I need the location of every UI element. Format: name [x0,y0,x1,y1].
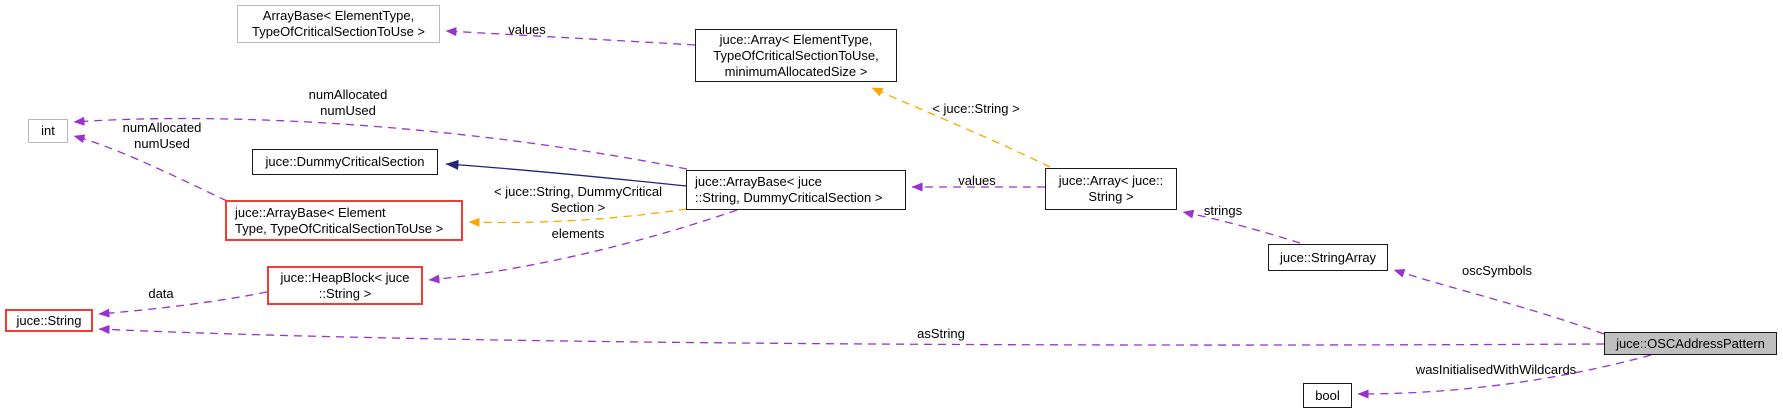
node-label: juce::Array< juce:: [1058,173,1164,188]
edge-label-numallocated-top: numAllocated numUsed [308,87,388,118]
node-label: bool [1315,387,1340,403]
node-label: minimumAllocatedSize > [724,63,868,79]
edge-label-elements: elements [551,226,605,241]
node-label: Type, TypeOfCriticalSectionToUse > [235,220,444,236]
node-arraybase-string[interactable]: juce::ArrayBase< juce ::String, DummyCri… [686,170,906,210]
edge-wasinitialisedwithwildcards [1357,354,1652,399]
node-array-string[interactable]: juce::Array< juce:: String > [1045,168,1177,210]
node-array-generic[interactable]: juce::Array< ElementType, TypeOfCritical… [695,29,897,82]
node-label: juce::String [16,312,82,328]
edge-label-values-top: values [508,22,546,37]
edge-label-values-mid: values [958,173,996,188]
node-dummycriticalsection[interactable]: juce::DummyCriticalSection [252,149,438,175]
edge-label-wasinitialisedwithwildcards: wasInitialisedWithWildcards [1415,362,1577,377]
node-label: juce::ArrayBase< Element [235,204,386,220]
node-label: ArrayBase< ElementType, [262,8,415,23]
node-label: juce::OSCAddressPattern [1616,335,1765,351]
node-label: juce::ArrayBase< juce [695,174,822,189]
node-stringarray[interactable]: juce::StringArray [1268,244,1388,271]
edge-label-template-string: < juce::String > [932,101,1020,116]
edge-elements [428,209,738,284]
edge-label-template-string-dummy: < juce::String, DummyCritical Section > [494,184,662,215]
node-string[interactable]: juce::String [5,309,93,332]
node-label: juce::Array< ElementType, [719,31,873,47]
node-label: TypeOfCriticalSectionToUse > [251,24,426,39]
node-label: juce::HeapBlock< juce [280,269,410,285]
edge-oscsymbols [1393,268,1605,335]
node-heapblock-string[interactable]: juce::HeapBlock< juce ::String > [267,266,423,305]
edge-inheritance-dummycriticalsection [445,159,687,187]
node-int[interactable]: int [28,119,68,143]
node-oscaddresspattern[interactable]: juce::OSCAddressPattern [1604,332,1777,355]
edge-label-asstring: asString [917,326,965,341]
edge-label-data: data [148,286,174,301]
node-label: String > [1088,189,1134,204]
node-label: int [41,123,55,138]
node-label: ::String, DummyCriticalSection > [695,190,883,205]
edge-label-numallocated-left: numAllocated numUsed [122,120,202,151]
node-arraybase-element[interactable]: juce::ArrayBase< Element Type, TypeOfCri… [225,200,463,241]
node-label: TypeOfCriticalSectionToUse, [713,47,879,63]
edge-data [98,291,268,318]
node-bool[interactable]: bool [1303,383,1352,408]
node-label: juce::DummyCriticalSection [265,154,425,169]
node-arraybase-generic[interactable]: ArrayBase< ElementType, TypeOfCriticalSe… [237,5,440,43]
edge-label-oscsymbols: oscSymbols [1461,263,1533,278]
edge-strings [1182,209,1301,244]
edge-label-strings: strings [1203,203,1243,218]
node-label: ::String > [318,285,372,301]
edge-asstring [98,324,1605,346]
edge-values-top [445,27,696,46]
node-label: juce::StringArray [1279,249,1377,265]
edge-template-string [871,87,1051,168]
